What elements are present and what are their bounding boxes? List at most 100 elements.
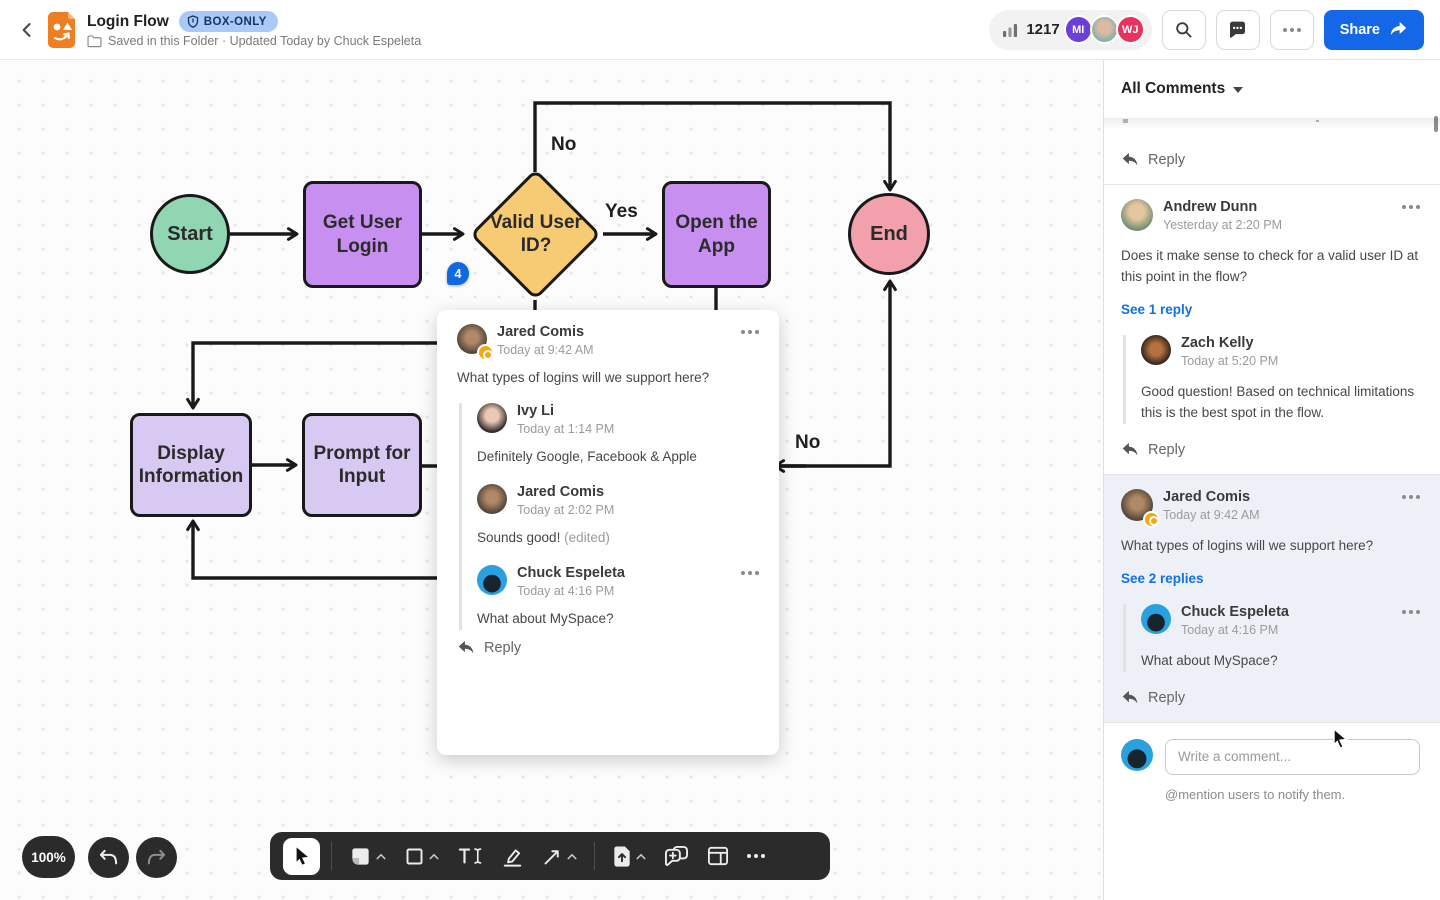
zoom-level-button[interactable]: 100% <box>22 836 75 878</box>
chevron-left-icon <box>22 22 31 37</box>
avatar-jared-comis <box>1121 488 1160 528</box>
app-logo-icon[interactable] <box>46 11 77 49</box>
views-pill[interactable]: 1217 MI WJ <box>989 9 1152 50</box>
ellipsis-icon <box>747 854 765 858</box>
avatar-mi[interactable]: MI <box>1063 15 1093 44</box>
reply-menu-button[interactable] <box>1402 604 1420 614</box>
document-meta: Saved in this Folder · Updated Today by … <box>108 34 422 48</box>
avatar-ivy-li <box>477 402 507 433</box>
node-start[interactable]: Start <box>150 194 230 274</box>
toolbar-divider <box>331 842 332 870</box>
diagram-canvas[interactable]: Start Get User Login Valid User ID? Open… <box>0 60 1103 900</box>
marker-tool[interactable] <box>492 832 533 880</box>
partial-comment-thread: Reply <box>1104 118 1440 184</box>
sticky-note-tool[interactable] <box>340 832 395 880</box>
undo-icon <box>99 849 118 865</box>
shape-tool[interactable] <box>395 832 448 880</box>
avatar-jared-comis <box>477 483 507 514</box>
arrow-icon <box>544 849 559 864</box>
avatar-jared-comis <box>457 324 494 361</box>
edge-label-no-top: No <box>551 134 577 155</box>
comments-button[interactable] <box>1215 9 1260 50</box>
canvas-toolbar <box>270 832 830 880</box>
node-display-information[interactable]: Display Information <box>130 413 252 517</box>
clipped-text-fragment <box>1316 120 1319 122</box>
edge-label-yes: Yes <box>605 201 638 222</box>
share-arrow-icon <box>1390 21 1407 36</box>
node-prompt-for-input[interactable]: Prompt for Input <box>302 413 422 517</box>
reply-author: Jared Comis <box>517 483 605 500</box>
text-tool[interactable] <box>448 832 492 880</box>
toolbar-more-button[interactable] <box>738 832 774 880</box>
comment-menu-button[interactable] <box>741 324 759 334</box>
divider <box>1104 184 1440 185</box>
reply-button[interactable]: Reply <box>1121 690 1420 706</box>
node-get-user-login[interactable]: Get User Login <box>303 181 422 288</box>
chevron-up-icon <box>567 853 577 859</box>
add-comment-tool[interactable] <box>655 832 698 880</box>
divider <box>1104 721 1440 723</box>
reply-author: Ivy Li <box>517 402 555 419</box>
redo-button[interactable] <box>136 837 177 878</box>
edge-label-no-right: No <box>795 432 821 453</box>
shield-icon <box>187 15 198 28</box>
reply-thread: Ivy Li Today at 1:14 PM Definitely Googl… <box>459 402 759 630</box>
upload-tool[interactable] <box>603 832 655 880</box>
avatar-chuck-espeleta <box>1141 603 1171 634</box>
avatar-current-user <box>1121 738 1153 771</box>
write-comment-input[interactable] <box>1165 738 1420 775</box>
select-tool[interactable] <box>283 837 320 875</box>
comment-time: Today at 9:42 AM <box>1163 507 1260 522</box>
frame-tool[interactable] <box>698 832 738 880</box>
comment-menu-button[interactable] <box>1402 489 1420 499</box>
reply-author: Chuck Espeleta <box>517 564 625 581</box>
comment-pin-4[interactable]: 4 <box>447 262 469 285</box>
cursor-icon <box>296 847 308 865</box>
reply-text: What about MySpace? <box>477 610 614 626</box>
see-replies-link[interactable]: See 1 reply <box>1121 301 1193 317</box>
marker-icon <box>503 848 522 867</box>
reply-thread: Chuck Espeleta Today at 4:16 PM What abo… <box>1123 603 1420 672</box>
avatar-wj[interactable]: WJ <box>1115 15 1145 44</box>
comment-time: Today at 9:42 AM <box>497 343 594 357</box>
scrollbar-thumb[interactable] <box>1434 116 1438 132</box>
search-button[interactable] <box>1161 9 1206 50</box>
more-options-button[interactable] <box>1269 9 1314 50</box>
see-replies-link[interactable]: See 2 replies <box>1121 570 1204 586</box>
comment-text: Does it make sense to check for a valid … <box>1121 248 1419 284</box>
node-open-the-app[interactable]: Open the App <box>662 181 771 288</box>
share-button[interactable]: Share <box>1323 9 1424 50</box>
box-only-badge: BOX-ONLY <box>178 11 278 32</box>
comment-composer <box>1104 723 1440 775</box>
reply-time: Today at 4:16 PM <box>517 583 615 598</box>
comment-text: What types of logins will we support her… <box>1121 537 1374 553</box>
comment-menu-button[interactable] <box>1402 199 1420 209</box>
comment-thread-jared-selected[interactable]: Jared Comis Today at 9:42 AM What types … <box>1104 474 1440 722</box>
avatar-photo[interactable] <box>1089 15 1119 44</box>
node-end[interactable]: End <box>848 193 930 275</box>
comments-list: Reply Andrew Dunn Yesterday at 2:20 PM D… <box>1104 118 1440 900</box>
connector-tool[interactable] <box>533 832 586 880</box>
reply-time: Today at 5:20 PM <box>1181 353 1279 368</box>
comment-text: What types of logins will we support her… <box>457 370 710 385</box>
collaborator-avatars: MI WJ <box>1063 15 1145 44</box>
clipped-text-fragment <box>1123 119 1128 123</box>
comments-panel: All Comments Reply Andrew Dun <box>1103 60 1440 900</box>
reply-button[interactable]: Reply <box>457 640 759 656</box>
comments-filter-dropdown[interactable]: All Comments <box>1104 60 1440 118</box>
back-button[interactable] <box>12 12 42 48</box>
folder-icon <box>87 34 102 47</box>
comment-thread-andrew[interactable]: Andrew Dunn Yesterday at 2:20 PM Does it… <box>1104 185 1440 474</box>
reply-button[interactable]: Reply <box>1121 442 1420 458</box>
undo-button[interactable] <box>88 837 129 878</box>
document-title[interactable]: Login Flow <box>87 12 169 30</box>
comment-plus-icon <box>665 845 688 866</box>
chevron-down-icon <box>1233 87 1244 93</box>
reply-button[interactable]: Reply <box>1121 152 1420 168</box>
chevron-up-icon <box>376 853 386 859</box>
reply-time: Today at 4:16 PM <box>1181 622 1279 637</box>
reply-menu-button[interactable] <box>741 565 759 575</box>
reply-time: Today at 2:02 PM <box>517 502 615 517</box>
reply-text: Definitely Google, Facebook & Apple <box>477 448 697 464</box>
